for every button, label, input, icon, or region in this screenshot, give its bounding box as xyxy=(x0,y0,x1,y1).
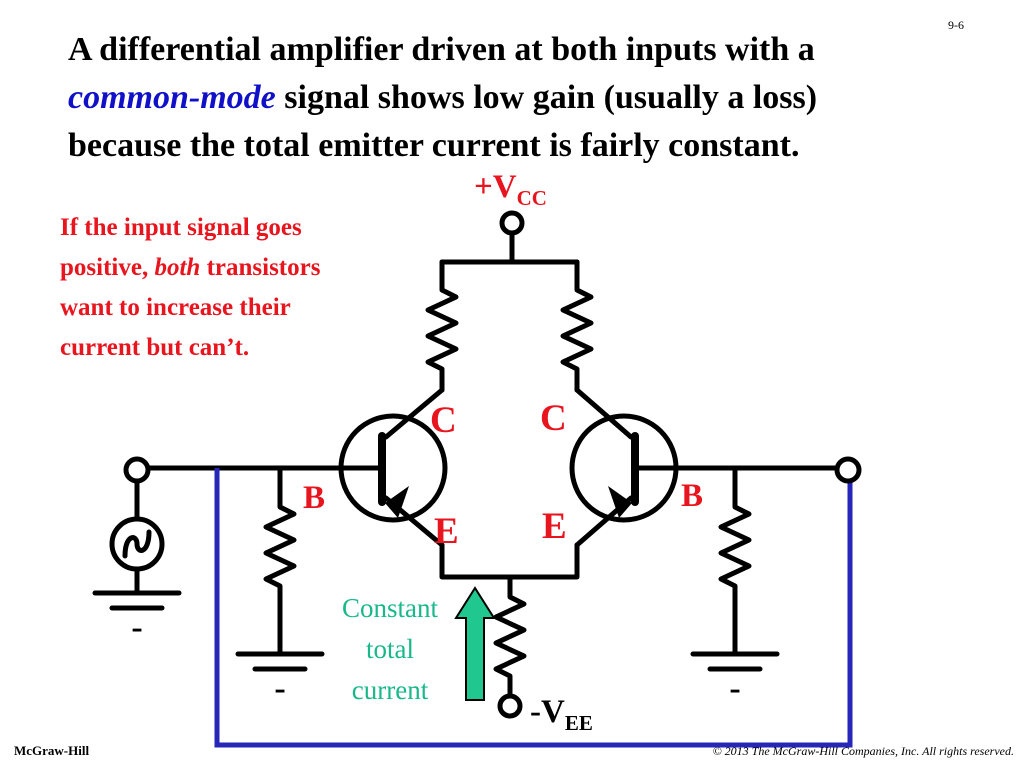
left-collector-label: C xyxy=(430,400,457,441)
source-ground-minus: - xyxy=(131,609,142,646)
left-collector-lead xyxy=(383,387,445,440)
headline-line-2-rest: signal shows low gain (usually a loss) xyxy=(275,79,818,116)
left-input-terminal xyxy=(123,456,151,484)
tail-resistor xyxy=(493,574,527,699)
left-emitter-arrow-icon xyxy=(385,486,409,518)
headline-line-2: common-mode signal shows low gain (usual… xyxy=(68,74,968,122)
right-input-terminal xyxy=(834,456,862,484)
left-base-label: B xyxy=(303,480,325,516)
left-emitter-label: E xyxy=(434,511,459,552)
right-emitter-arrow-icon xyxy=(608,486,632,518)
emitter-tail-rail xyxy=(439,542,580,580)
vcc-terminal xyxy=(499,210,525,236)
vee-label: -VEE xyxy=(530,694,593,735)
constant-current-arrow-icon xyxy=(454,586,496,701)
vcc-label: +VCC xyxy=(474,169,547,210)
common-mode-emphasis: common-mode xyxy=(68,79,276,116)
left-collector-resistor xyxy=(425,259,459,393)
copyright-footer: © 2013 The McGraw-Hill Companies, Inc. A… xyxy=(712,744,1014,758)
common-mode-link-wire xyxy=(214,468,853,748)
right-base-label: B xyxy=(681,478,703,514)
headline-line-3: because the total emitter current is fai… xyxy=(68,127,800,164)
vee-terminal xyxy=(497,693,523,719)
side-note: If the input signal goes positive, both … xyxy=(60,208,360,368)
slide-number: 9-6 xyxy=(948,18,964,32)
right-collector-lead xyxy=(574,387,634,440)
right-collector-label: C xyxy=(540,398,567,439)
ac-source xyxy=(109,516,165,572)
right-ground-minus: - xyxy=(729,670,740,707)
side-note-part-2: transistors want to increase their curre… xyxy=(60,254,321,361)
right-collector-resistor xyxy=(560,259,594,393)
headline-line-1: A differential amplifier driven at both … xyxy=(68,31,815,68)
left-ground-minus: - xyxy=(274,670,285,707)
side-note-part-1: If the input signal goes positive, xyxy=(60,214,302,281)
left-base-resistor xyxy=(263,465,297,657)
right-emitter-label: E xyxy=(542,506,567,547)
slide-headline: A differential amplifier driven at both … xyxy=(68,26,968,170)
sine-wave-icon xyxy=(122,529,152,559)
caption-line-1: Constant xyxy=(341,593,438,623)
caption-line-2: total xyxy=(366,634,414,664)
constant-current-caption: Constant total current xyxy=(300,588,480,711)
right-base-resistor xyxy=(718,465,752,657)
publisher-footer: McGraw-Hill xyxy=(14,743,90,758)
side-note-emphasis: both xyxy=(154,254,201,281)
caption-line-3: current xyxy=(351,675,429,705)
